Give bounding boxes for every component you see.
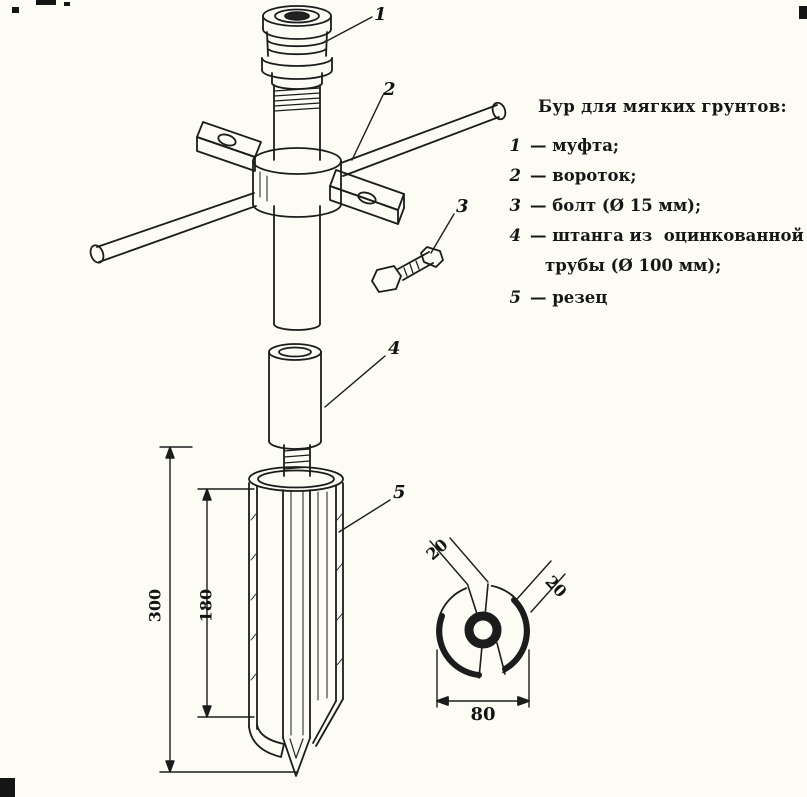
legend-block: Бур для мягких грунтов: 1 — муфта; 2 — в… <box>505 97 805 318</box>
legend-item-4: 4 — штанга из оцинкованной <box>505 226 805 256</box>
legend-item-2-text: — вороток; <box>530 166 637 185</box>
legend-item-1-text: — муфта; <box>530 136 620 155</box>
pipe-part <box>268 343 322 450</box>
callout-leader-lines <box>322 16 455 533</box>
legend-item-5: 5 — резец <box>505 288 805 318</box>
lower-rod <box>273 205 321 331</box>
legend-item-4-number: 4 <box>509 226 521 245</box>
callout-3-label: 3 <box>456 196 469 217</box>
callout-2-label: 2 <box>383 79 396 100</box>
handle-flat-bar <box>196 121 405 225</box>
legend-item-5-number: 5 <box>509 288 521 307</box>
callout-1-label: 1 <box>374 4 387 25</box>
handle-rod <box>89 101 507 264</box>
section-view <box>429 537 566 708</box>
dimension-lines <box>159 446 299 773</box>
legend-item-4-continuation: трубы (Ø 100 мм); <box>505 256 805 288</box>
legend-item-3-text: — болт (Ø 15 мм); <box>530 196 702 215</box>
legend-item-5-text: — резец <box>530 288 608 307</box>
callout-4-label: 4 <box>388 338 401 359</box>
dim-diameter-label: 80 <box>470 704 496 725</box>
dim-overall-height-label: 300 <box>145 588 165 623</box>
callout-5-label: 5 <box>393 482 406 503</box>
legend-item-4-continuation-text: трубы (Ø 100 мм); <box>545 256 722 275</box>
handle-collar <box>252 147 342 218</box>
legend-item-4-text: — штанга из оцинкованной <box>530 226 804 245</box>
legend-item-2: 2 — вороток; <box>505 166 805 196</box>
legend-item-3-number: 3 <box>509 196 521 215</box>
legend-item-1: 1 — муфта; <box>505 136 805 166</box>
legend-item-2-number: 2 <box>509 166 521 185</box>
diagram-title: Бур для мягких грунтов: <box>538 97 787 116</box>
dim-blade-height-label: 180 <box>196 588 216 623</box>
coupling-part <box>261 5 333 90</box>
legend-item-3: 3 — болт (Ø 15 мм); <box>505 196 805 226</box>
bolt-part <box>371 246 444 293</box>
cutter-part <box>248 466 344 777</box>
upper-rod <box>273 84 321 161</box>
legend-item-1-number: 1 <box>509 136 521 155</box>
